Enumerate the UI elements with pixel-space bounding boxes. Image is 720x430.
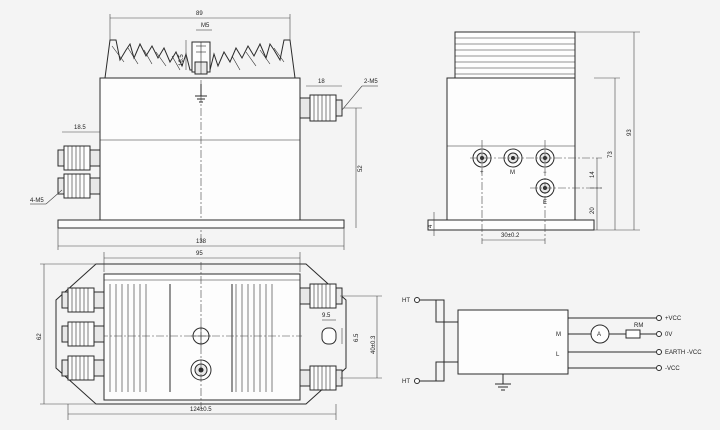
wiring-ground-icon [495,383,511,391]
terminal-0v [656,331,662,337]
terminal-vcc-pos [656,315,662,321]
dim-138: 138 [196,239,207,245]
side-heatsink [454,31,576,79]
dim-m5: M5 [201,23,210,29]
front-left-connectors [57,145,101,199]
dim-18-5: 18.5 [74,125,86,131]
dim-62: 62 [37,333,43,340]
label-resistor: RM [634,323,643,329]
dim-14: 14 [590,171,596,178]
dim-52: 52 [358,165,364,172]
terminal-ht-bottom [414,378,420,384]
wiring-diagram: HT HT M L A RM +VCC 0V EARTH -VC [402,297,702,391]
front-view: 89 M5 16.5 18 2-M5 [30,11,378,250]
side-view: + M − E 73 93 14 20 4 30±0.2 [427,31,640,244]
label-m: M [510,170,515,176]
label-0v: 0V [665,332,672,338]
dim-2-m5: 2-M5 [364,79,378,85]
front-right-connector [299,94,343,122]
label-earth: EARTH -VCC [665,350,702,356]
plan-slot [321,327,337,345]
dim-4: 4 [428,224,434,228]
label-ht-bottom: HT [402,379,410,385]
dim-4-m5: 4-M5 [30,198,44,204]
wiring-module-box [457,309,569,375]
plan-outline [55,263,347,405]
dim-16-5: 16.5 [179,54,185,66]
dim-95: 95 [196,251,203,257]
dim-6-5: 6.5 [354,333,360,342]
dim-20: 20 [590,207,596,214]
side-base [427,219,595,231]
plan-view: 9.5 6.5 40±0.3 95 62 124±0.5 [37,251,382,420]
resistor-icon [625,329,641,339]
terminal-ht-top [414,297,420,303]
ground-icon [195,84,207,103]
label-l-out: L [556,352,560,358]
dim-9-5: 9.5 [322,313,331,319]
label-vcc-pos: +VCC [665,316,682,322]
label-vcc-neg: -VCC [665,366,680,372]
label-ammeter: A [597,332,601,338]
dim-40: 40±0.3 [371,335,377,354]
dim-93: 93 [627,129,633,136]
dim-89: 89 [196,11,203,17]
front-base [57,219,345,229]
label-ht-top: HT [402,298,410,304]
dim-18: 18 [318,79,325,85]
dim-30: 30±0.2 [501,233,520,239]
terminal-earth [656,349,662,355]
label-m-out: M [556,332,561,338]
terminal-vcc-neg [656,365,662,371]
dim-73: 73 [608,151,614,158]
heatsink-fins [100,39,300,79]
plan-left-connectors [61,287,105,381]
dim-124: 124±0.5 [190,407,212,413]
